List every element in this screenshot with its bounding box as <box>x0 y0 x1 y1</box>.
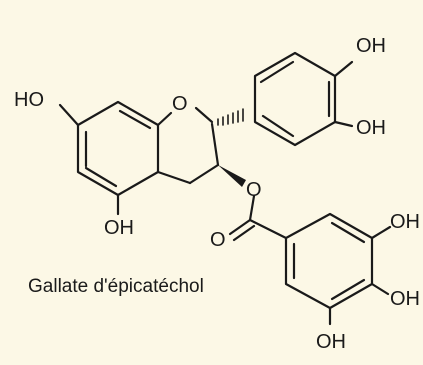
caption: Gallate d'épicatéchol <box>28 276 204 297</box>
label-carbonyl-oxygen: O <box>210 229 226 251</box>
wedge-bond <box>218 165 246 187</box>
hashed-wedge-bond <box>217 108 244 126</box>
label-oh-gallate-top: OH <box>390 211 420 233</box>
label-oh-gallate-middle: OH <box>390 288 420 310</box>
label-oh-top-right: OH <box>356 35 386 57</box>
label-oh-gallate-bottom: OH <box>316 331 346 353</box>
label-ho-left: HO <box>14 89 44 111</box>
ring-gallate <box>284 212 392 326</box>
label-oh-bottom-left: OH <box>104 217 134 239</box>
ring-a <box>76 100 160 197</box>
label-ring-oxygen: O <box>172 93 188 115</box>
ring-c <box>156 106 220 185</box>
label-oh-right: OH <box>356 117 386 139</box>
label-ester-oxygen: O <box>246 179 262 201</box>
ester-linkage <box>228 194 288 242</box>
ring-b <box>253 51 354 147</box>
ho-bond-left <box>58 103 80 127</box>
